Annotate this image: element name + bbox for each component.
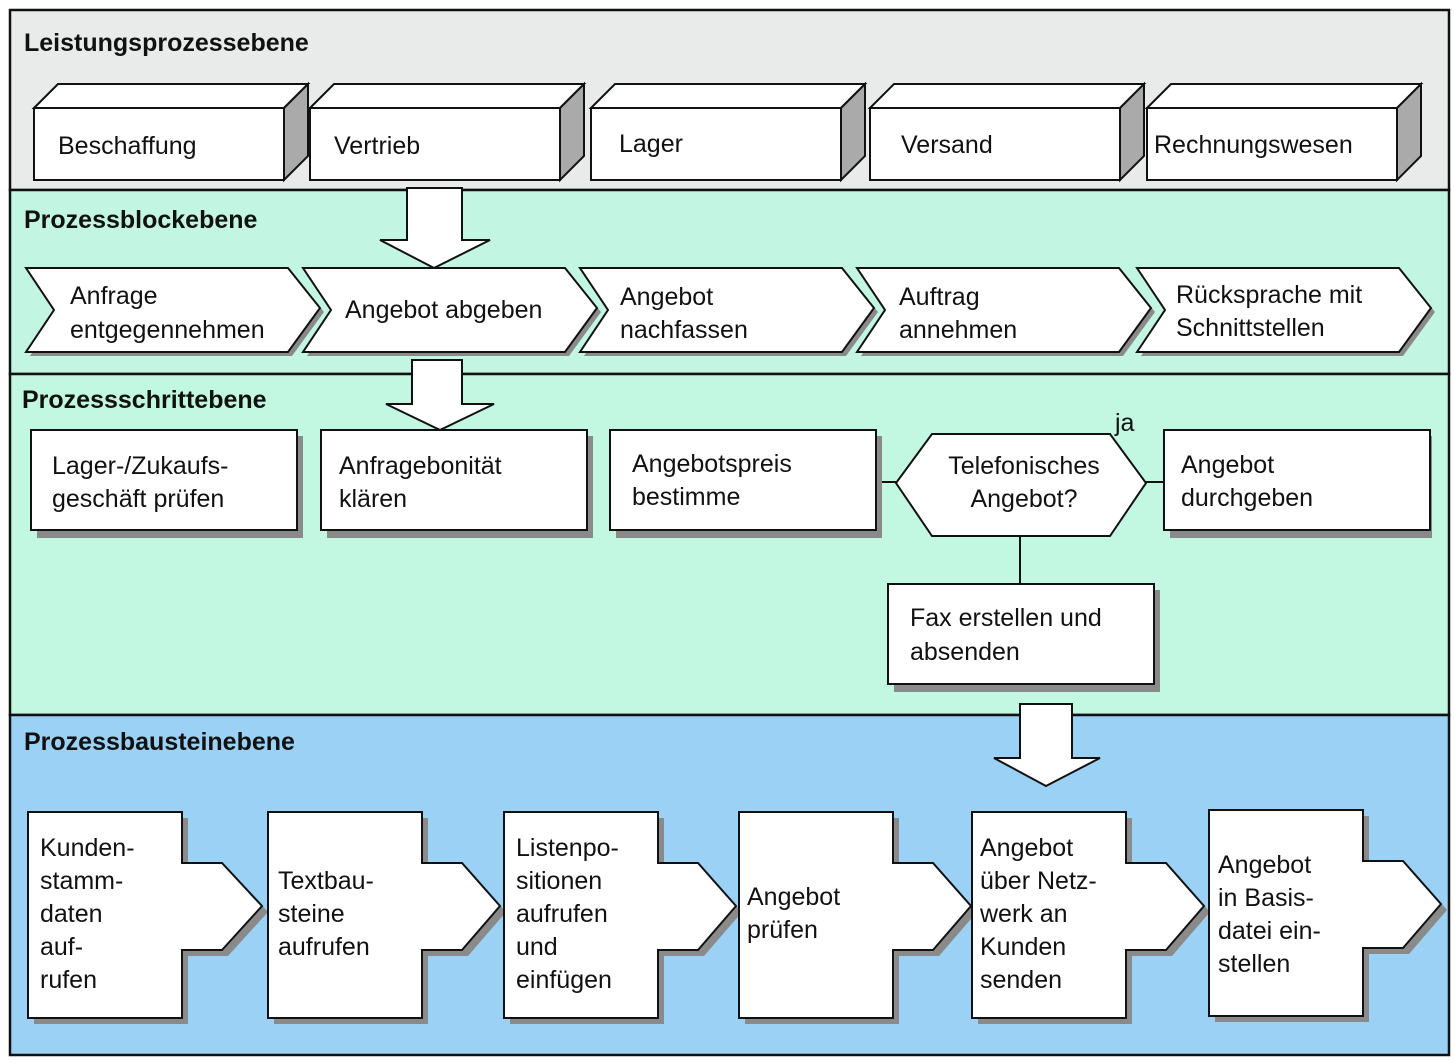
process-step-label: absenden [910, 638, 1020, 666]
process-step-box: Angebot durchgeben [1163, 429, 1432, 538]
decision-label: Telefonisches [948, 452, 1099, 480]
process-block-chevron: Angebot nachfassen [578, 267, 878, 356]
process-module-label: prüfen [747, 916, 818, 944]
level-title-3: Prozessschrittebene [22, 386, 267, 414]
process-module-label: daten [40, 900, 103, 928]
process-step-label: Anfragebonität [339, 452, 502, 480]
process-step-label: klären [339, 485, 407, 513]
performance-process-box: Beschaffung [31, 81, 311, 183]
process-block-label: Angebot [620, 283, 713, 311]
process-module-label: werk an [979, 900, 1068, 928]
down-arrow-icon [993, 703, 1101, 788]
process-block-label: Rücksprache mit [1176, 281, 1362, 309]
process-module-label: Angebot [747, 883, 840, 911]
process-block-label: Anfrage [70, 282, 158, 310]
decision-label: Angebot? [970, 485, 1077, 513]
down-arrow-icon [385, 359, 495, 432]
performance-process-label: Rechnungswesen [1154, 131, 1353, 159]
process-module-label: steine [278, 900, 345, 928]
yes-label: ja [1114, 409, 1135, 437]
level-title-2: Prozessblockebene [24, 206, 258, 234]
performance-process-box: Rechnungswesen [1144, 81, 1424, 183]
process-step-label: durchgeben [1181, 484, 1313, 512]
process-module-label: datei ein- [1218, 917, 1321, 945]
process-module-label: in Basis- [1218, 884, 1314, 912]
process-module: Kunden- stamm- daten auf- rufen [27, 811, 268, 1024]
process-module-label: Kunden [980, 933, 1066, 961]
process-step-box: Fax erstellen und absenden [887, 583, 1160, 692]
process-module: Listenpo- sitionen aufrufen und einfügen [503, 811, 742, 1024]
process-step-label: Angebotspreis [632, 450, 792, 478]
performance-process-label: Vertrieb [334, 132, 420, 160]
process-module: Angebot über Netz- werk an Kunden senden [971, 811, 1210, 1024]
process-module-label: sitionen [516, 867, 602, 895]
process-module-label: rufen [40, 966, 97, 994]
process-step-label: geschäft prüfen [52, 485, 224, 513]
process-module-label: und [516, 933, 558, 961]
process-step-label: bestimme [632, 483, 740, 511]
process-module: Angebot prüfen [738, 811, 977, 1024]
process-module: Textbau- steine aufrufen [267, 811, 506, 1024]
performance-process-label: Versand [901, 131, 993, 159]
performance-process-box: Versand [867, 81, 1147, 183]
process-block-label: Schnittstellen [1176, 314, 1325, 342]
performance-process-box: Lager [588, 81, 868, 183]
process-block-label: nachfassen [620, 316, 748, 344]
process-step-label: Lager-/Zukaufs- [52, 452, 228, 480]
performance-process-label: Beschaffung [58, 132, 197, 160]
down-arrow-icon [379, 187, 491, 270]
process-module-label: aufrufen [278, 933, 370, 961]
level-title-1: Leistungsprozessebene [24, 29, 309, 57]
level-title-4: Prozessbausteinebene [24, 728, 295, 756]
process-module-label: auf- [40, 933, 83, 961]
process-step-box: Angebotspreis bestimme [609, 429, 882, 538]
decision-hexagon: Telefonisches Angebot? [894, 433, 1148, 537]
performance-process-label: Lager [619, 130, 683, 158]
process-block-label: Angebot abgeben [345, 296, 542, 324]
process-step-box: Lager-/Zukaufs- geschäft prüfen [30, 429, 303, 538]
level-band-prozessschrittebene [8, 372, 1451, 717]
process-block-label: entgegennehmen [70, 316, 265, 344]
process-module-label: senden [980, 966, 1062, 994]
process-module-label: Kunden- [40, 834, 135, 862]
process-module-label: stellen [1218, 950, 1290, 978]
process-step-label: Angebot [1181, 451, 1274, 479]
process-block-chevron: Rücksprache mit Schnittstellen [1135, 267, 1435, 356]
process-module-label: einfügen [516, 966, 612, 994]
process-module-label: stamm- [40, 867, 123, 895]
process-module-label: über Netz- [980, 867, 1097, 895]
process-block-chevron: Anfrage entgegennehmen [24, 267, 324, 356]
process-module-label: Textbau- [278, 867, 374, 895]
process-step-box: Anfragebonität klären [320, 429, 593, 538]
process-module-label: Angebot [980, 834, 1073, 862]
process-module-label: Angebot [1218, 851, 1311, 879]
process-step-label: Fax erstellen und [910, 604, 1102, 632]
process-module: Angebot in Basis- datei ein- stellen [1208, 809, 1447, 1022]
process-module-label: Listenpo- [516, 834, 619, 862]
process-module-label: aufrufen [516, 900, 608, 928]
process-block-chevron: Auftrag annehmen [855, 267, 1155, 356]
process-block-label: annehmen [899, 316, 1017, 344]
process-block-chevron: Angebot abgeben [301, 267, 601, 356]
process-block-label: Auftrag [899, 283, 980, 311]
performance-process-box: Vertrieb [307, 81, 587, 183]
